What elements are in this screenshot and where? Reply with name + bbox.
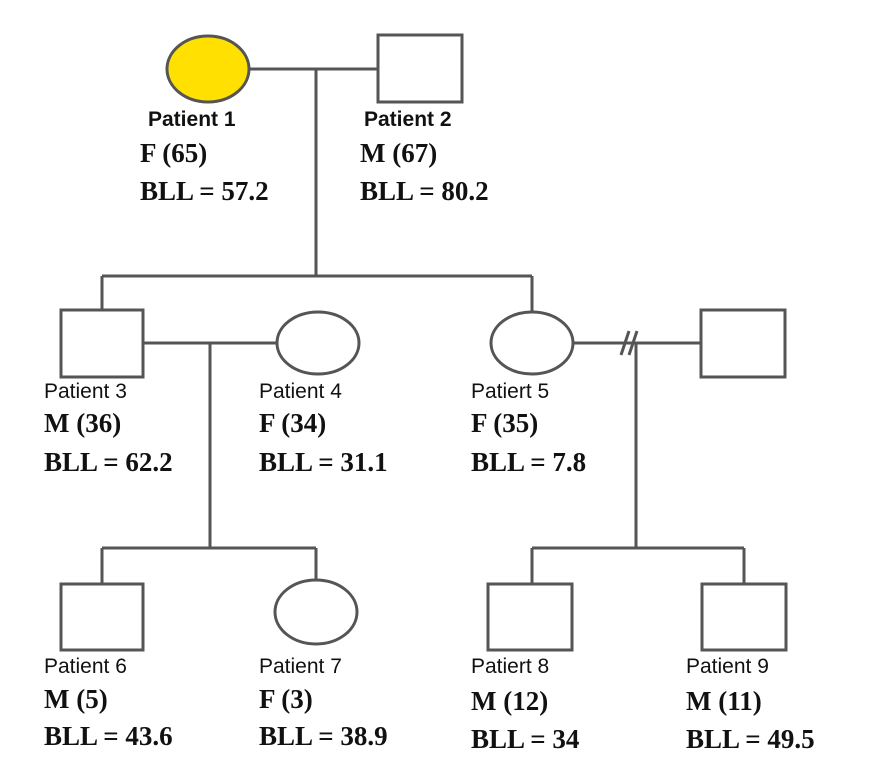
patient-9-bll: BLL = 49.5 bbox=[686, 724, 815, 754]
patient-5-symbol bbox=[489, 310, 575, 376]
patient-1-label: Patient 1 bbox=[148, 108, 236, 131]
patient-7-label: Patient 7 bbox=[259, 655, 342, 678]
divorce-mark-1 bbox=[619, 330, 631, 356]
patient-6-bll: BLL = 43.6 bbox=[44, 721, 173, 751]
patient-9-sex-age: M (11) bbox=[686, 686, 762, 716]
divorce-mark-2 bbox=[627, 330, 639, 356]
patient-1-bll: BLL = 57.2 bbox=[140, 176, 269, 206]
patient-5-spouse-symbol bbox=[699, 308, 787, 379]
patient-6-sex-age: M (5) bbox=[44, 684, 108, 714]
patient-6-symbol bbox=[59, 582, 145, 652]
patient-7-symbol bbox=[273, 578, 359, 646]
patient-5-sex-age: F (35) bbox=[471, 408, 539, 438]
patient-2-symbol bbox=[376, 33, 464, 104]
patient-8-label: Patiert 8 bbox=[471, 655, 550, 678]
patient-7-sex-age: F (3) bbox=[259, 684, 313, 714]
patient-8-sex-age: M (12) bbox=[471, 686, 549, 716]
patient-5-bll: BLL = 7.8 bbox=[471, 447, 587, 477]
patient-4-sex-age: F (34) bbox=[259, 408, 327, 438]
patient-2-bll: BLL = 80.2 bbox=[360, 176, 489, 206]
patient-3-symbol bbox=[59, 308, 145, 379]
patient-3-label: Patient 3 bbox=[44, 380, 127, 403]
patient-9-label: Patient 9 bbox=[686, 655, 769, 678]
patient-1-symbol bbox=[165, 34, 251, 104]
patient-7-bll: BLL = 38.9 bbox=[259, 721, 388, 751]
patient-8-symbol bbox=[486, 582, 574, 652]
patient-4-bll: BLL = 31.1 bbox=[259, 447, 388, 477]
patient-3-sex-age: M (36) bbox=[44, 408, 122, 438]
patient-2-sex-age: M (67) bbox=[360, 138, 438, 168]
patient-4-label: Patient 4 bbox=[259, 380, 342, 403]
patient-6-label: Patient 6 bbox=[44, 655, 127, 678]
patient-8-bll: BLL = 34 bbox=[471, 724, 580, 754]
patient-5-label: Patiert 5 bbox=[471, 380, 550, 403]
patient-1-sex-age: F (65) bbox=[140, 138, 208, 168]
patient-4-symbol bbox=[275, 310, 361, 376]
patient-9-symbol bbox=[700, 582, 788, 652]
patient-3-bll: BLL = 62.2 bbox=[44, 447, 173, 477]
patient-2-label: Patient 2 bbox=[364, 108, 452, 131]
